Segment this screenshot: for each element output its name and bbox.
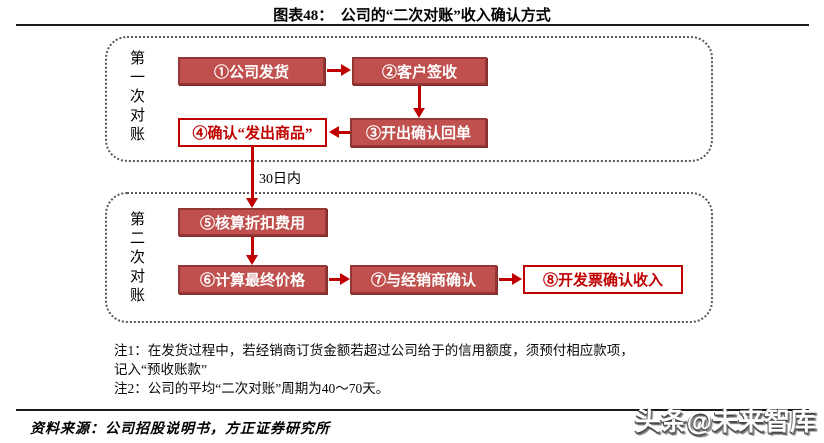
watermark-toutiao: 头条@未来智库 [634, 406, 816, 436]
note-line-3: 注2：公司的平均“二次对账”周期为40～70天。 [114, 381, 390, 396]
arrow-step2-to-step3-icon [413, 86, 425, 118]
flow-step-4-goods-dispatched: ④确认“发出商品” [178, 118, 327, 147]
arrow-step4-to-step5-icon [246, 147, 258, 208]
first-reconciliation-label: 第一次对账 [128, 50, 144, 145]
flow-step-2-customer-signs: ②客户签收 [352, 57, 487, 85]
flow-step-6-final-price: ⑥计算最终价格 [178, 265, 327, 294]
flow-step-8-invoice-revenue: ⑧开发票确认收入 [523, 265, 683, 294]
second-reconciliation-frame [105, 192, 713, 323]
arrow-step7-to-step8-icon [499, 273, 522, 285]
second-reconciliation-label: 第二次对账 [128, 211, 144, 306]
arrow-step3-to-step4-icon [329, 126, 350, 138]
arrow-step5-to-step6-icon [246, 237, 258, 265]
arrow-step1-to-step2-icon [327, 64, 351, 76]
arrow-step6-to-step7-icon [329, 273, 350, 285]
flow-step-7-dealer-confirm: ⑦与经销商确认 [350, 265, 497, 294]
flow-step-5-discount-costs: ⑤核算折扣费用 [178, 208, 327, 236]
figure-title: 图表48： 公司的“二次对账”收入确认方式 [273, 8, 551, 24]
interval-label-30-days: 30日内 [259, 172, 301, 187]
footer-divider [16, 409, 809, 411]
first-reconciliation-frame [105, 36, 713, 162]
flow-step-3-confirmation-receipt: ③开出确认回单 [350, 118, 487, 147]
flow-step-1-company-ships: ①公司发货 [178, 57, 325, 85]
title-divider [16, 24, 809, 26]
source-line: 资料来源：公司招股说明书，方正证券研究所 [30, 422, 330, 437]
note-line-2: 记入“预收账款” [114, 362, 207, 377]
note-line-1: 注1：在发货过程中，若经销商订货金额若超过公司给于的信用额度，须预付相应款项， [114, 343, 634, 358]
